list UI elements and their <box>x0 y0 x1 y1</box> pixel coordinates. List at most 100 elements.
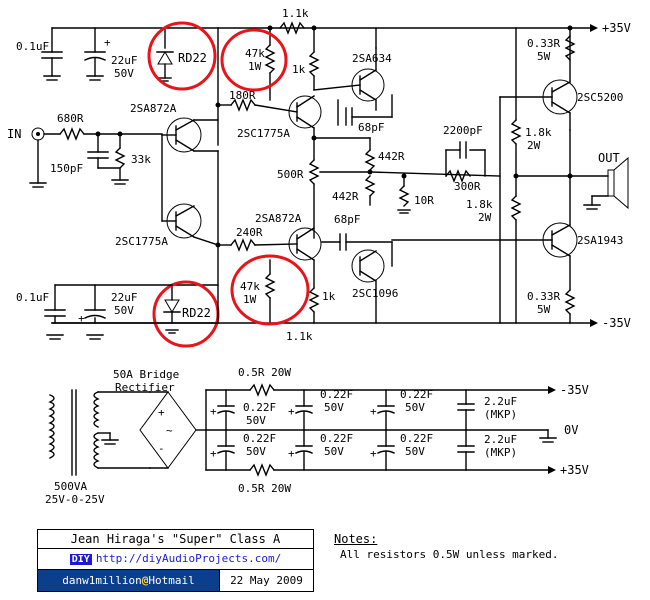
schematic-date: 22 May 2009 <box>230 574 303 587</box>
psu-cap-b2a: 0.22F <box>320 432 353 445</box>
res-bot-1k: 1k <box>322 290 336 303</box>
cap-2200p: 2200pF <box>443 124 483 137</box>
res-top-1k: 1k <box>292 63 306 76</box>
svg-text:+: + <box>370 405 377 418</box>
psu-res-top: 0.5R 20W <box>238 366 291 379</box>
author-email: danw1million@Hotmail <box>38 570 220 591</box>
res-top-1k1: 1.1k <box>282 7 309 20</box>
res-033-top: 0.33R <box>527 37 560 50</box>
svg-text:+: + <box>78 312 85 325</box>
svg-text:-: - <box>158 442 165 455</box>
q-2sa872a-bot: 2SA872A <box>255 212 302 225</box>
zener-top-label: RD22 <box>178 51 207 65</box>
psu-cap-column-3: ++ <box>370 389 395 471</box>
rect-title2: Rectifier <box>115 381 175 394</box>
highlight-res-top <box>220 28 288 92</box>
psu-cap-column-2: ++ <box>288 389 313 471</box>
notes-heading: Notes: <box>334 532 378 546</box>
psu-cap-b1b: 50V <box>246 445 266 458</box>
res-1k8-b: 1.8k <box>466 198 493 211</box>
res-10r: 10R <box>414 194 434 207</box>
psu-cap-t1a: 0.22F <box>243 401 276 414</box>
res-442r-a: 442R <box>378 150 405 163</box>
q-2sc1096: 2SC1096 <box>352 287 398 300</box>
svg-text:+: + <box>288 405 295 418</box>
psu-cap-t2b: 50V <box>324 401 344 414</box>
res-33k: 33k <box>131 153 151 166</box>
psu-res-bot: 0.5R 20W <box>238 482 291 495</box>
cap-150p: 150pF <box>50 162 83 175</box>
svg-text:+: + <box>210 405 217 418</box>
notes-block: Notes: All resistors 0.5W unless marked. <box>334 532 559 561</box>
res-bot-47k-watt: 1W <box>243 293 257 306</box>
psu-cap-t2a: 0.22F <box>320 388 353 401</box>
cap-bot-0u1: 0.1uF <box>16 291 49 304</box>
res-033-bot: 0.33R <box>527 290 560 303</box>
res-1k8-a: 1.8k <box>525 126 552 139</box>
cap-top-68p: 68pF <box>358 121 385 134</box>
xfmr-va: 500VA <box>54 480 87 493</box>
psu-cap-b2b: 50V <box>324 445 344 458</box>
res-033-top-w: 5W <box>537 50 551 63</box>
res-top-47k: 47k <box>245 47 265 60</box>
svg-text:+: + <box>210 447 217 460</box>
psu-cap-t3a: 0.22F <box>400 388 433 401</box>
psu-mkp-bot-val: 2.2uF <box>484 433 517 446</box>
q-2sa634: 2SA634 <box>352 52 392 65</box>
rail-neg-label: -35V <box>602 316 631 330</box>
schematic-title: Jean Hiraga's "Super" Class A <box>38 530 313 549</box>
highlight-zener-top <box>147 21 217 91</box>
q-2sc1775a-top: 2SC1775A <box>237 127 290 140</box>
res-033-bot-w: 5W <box>537 303 551 316</box>
psu-mkp-caps <box>457 389 475 471</box>
project-url-link[interactable]: http://diyAudioProjects.com/ <box>95 552 282 565</box>
output-label: OUT <box>598 151 620 165</box>
input-label: IN <box>7 127 21 141</box>
cap-top-0u1: 0.1uF <box>16 40 49 53</box>
q-2sc5200: 2SC5200 <box>577 91 623 104</box>
res-442r-b: 442R <box>332 190 359 203</box>
res-bot-1k1: 1.1k <box>286 330 313 343</box>
res-top-47k-watt: 1W <box>248 60 262 73</box>
res-500r: 500R <box>277 168 304 181</box>
res-240r: 240R <box>236 226 263 239</box>
xfmr-volts: 25V-0-25V <box>45 493 105 506</box>
cap-bot-22u-val: 22uF <box>111 291 138 304</box>
notes-body: All resistors 0.5W unless marked. <box>340 548 559 561</box>
psu-mkp-top-val: 2.2uF <box>484 395 517 408</box>
q-2sc1775a-bot: 2SC1775A <box>115 235 168 248</box>
svg-text:+: + <box>158 406 165 419</box>
res-bot-47k: 47k <box>240 280 260 293</box>
cap-top-22u-val: 22uF <box>111 54 138 67</box>
res-300r: 300R <box>454 180 481 193</box>
psu-cap-column-1: ++ <box>210 389 235 471</box>
svg-text:+: + <box>288 447 295 460</box>
zener-bot-label: RD22 <box>182 306 211 320</box>
psu-out-neg: -35V <box>560 383 589 397</box>
res-180r: 180R <box>229 89 256 102</box>
psu-cap-t3b: 50V <box>405 401 425 414</box>
psu-mkp-top-type: (MKP) <box>484 408 517 421</box>
svg-text:+: + <box>104 36 111 49</box>
highlight-res-bot <box>230 254 310 326</box>
q-2sa872a-top: 2SA872A <box>130 102 177 115</box>
svg-text:~: ~ <box>166 424 173 437</box>
psu-out-pos: +35V <box>560 463 589 477</box>
cap-bot-68p: 68pF <box>334 213 361 226</box>
psu-mkp-bot-type: (MKP) <box>484 446 517 459</box>
diy-logo: DIY <box>69 554 92 565</box>
res-1k8-a-w: 2W <box>527 139 541 152</box>
psu-cap-b3a: 0.22F <box>400 432 433 445</box>
svg-text:+: + <box>370 447 377 460</box>
cap-bot-22u-volt: 50V <box>114 304 134 317</box>
psu-cap-t1b: 50V <box>246 414 266 427</box>
q-2sa1943: 2SA1943 <box>577 234 623 247</box>
psu-cap-b1a: 0.22F <box>243 432 276 445</box>
rail-pos-label: +35V <box>602 21 631 35</box>
psu-out-gnd: 0V <box>564 423 578 437</box>
rect-title1: 50A Bridge <box>113 368 179 381</box>
res-1k8-b-w: 2W <box>478 211 492 224</box>
